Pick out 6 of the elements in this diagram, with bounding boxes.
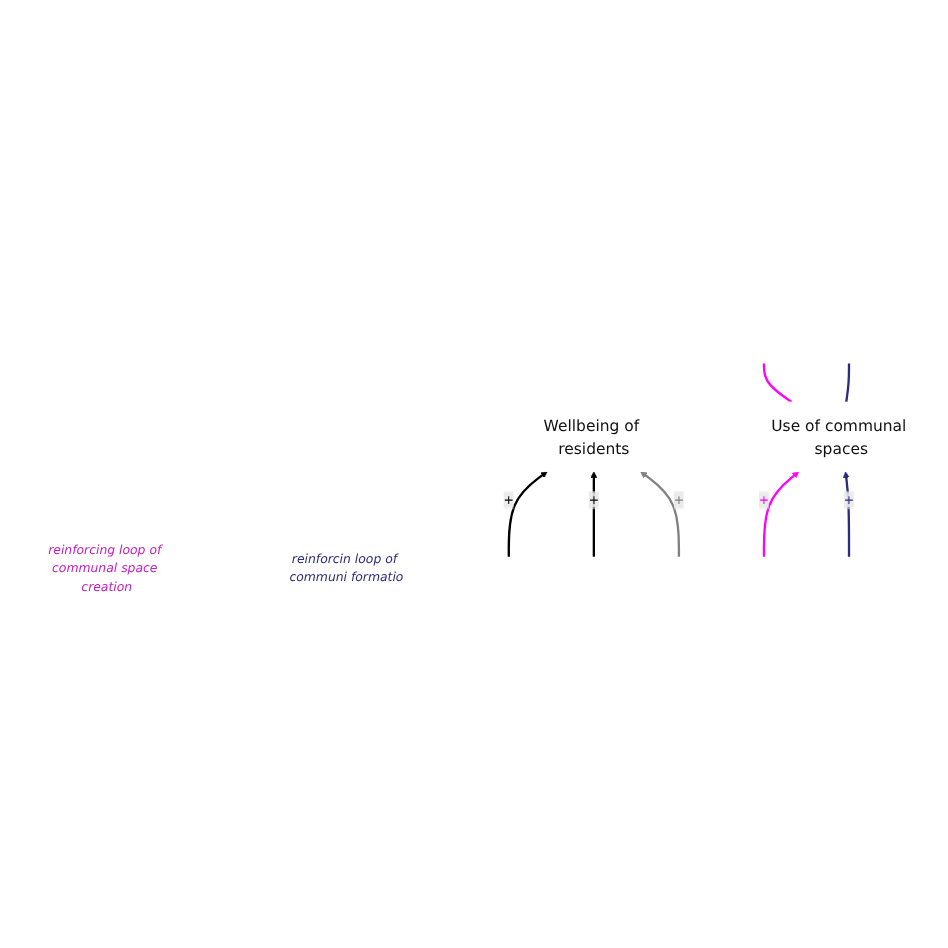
connector	[845, 363, 851, 403]
arrow	[507, 471, 548, 557]
connector	[762, 363, 793, 404]
arrow	[640, 471, 681, 557]
arrow	[842, 471, 851, 557]
arrow	[762, 471, 800, 557]
